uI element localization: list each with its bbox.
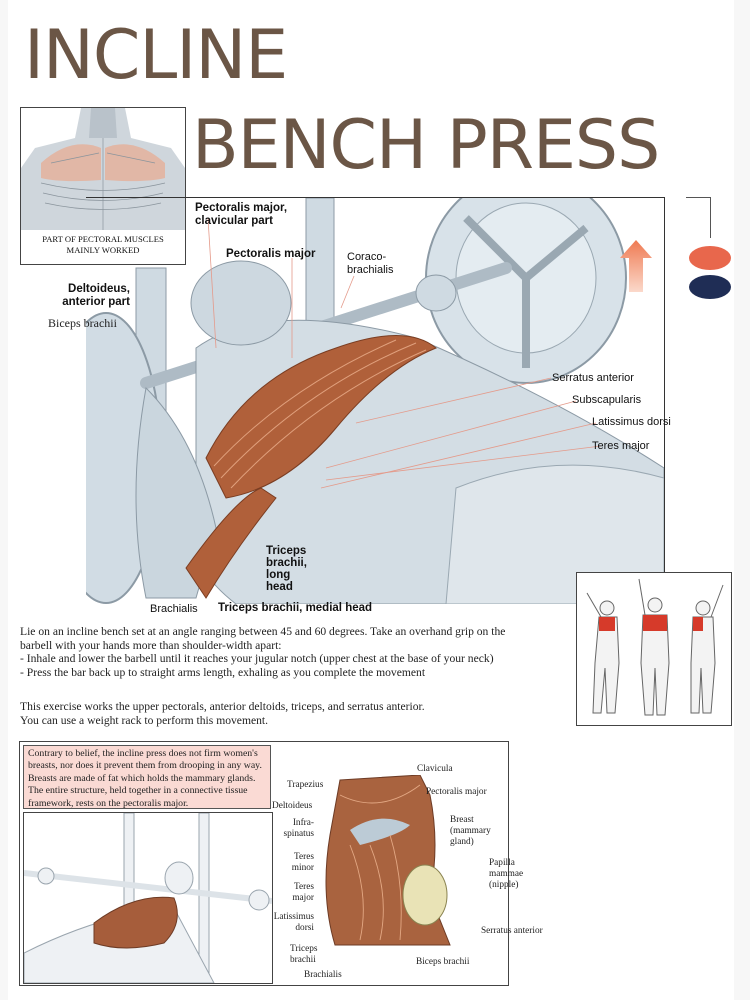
woman-bench-illustration [23,812,273,984]
label-papilla: Papilla mammae (nipple) [489,858,524,890]
label-pec-clavicular: Pectoralis major, clavicular part [195,202,288,228]
label-breast: Breast (mammary gland) [450,815,491,847]
label-trapezius: Trapezius [287,780,324,790]
stretch-figures-inset [576,572,732,726]
label-teres-minor: Teres minor [291,852,314,873]
label-deltoid: Deltoideus, anterior part [62,283,130,309]
label-serratus: Serratus anterior [552,372,634,384]
legend-bracket [686,197,711,238]
myth-note: Contrary to belief, the incline press do… [23,745,271,809]
label-triceps-long: Triceps brachii, long head [266,545,307,593]
shoulder-anatomy-illustration [325,775,451,946]
bench-press-illustration [50,172,665,605]
label-teres-major: Teres major [592,440,650,452]
label-clavicula: Clavicula [417,764,453,774]
secondary-muscle-oval-icon [689,275,731,299]
label-latissimus: Latissimus dorsi [592,416,671,428]
primary-muscle-oval-icon [689,246,731,270]
instructions: Lie on an incline bench set at an angle … [20,625,506,679]
up-arrow-icon [620,240,652,292]
label-brachialis: Brachialis [150,603,198,615]
label-coracobrachialis: Coraco- brachialis [347,251,394,276]
label-triceps-bottom: Triceps brachii [290,944,318,965]
label-serratus-bottom: Serratus anterior [481,926,543,936]
label-subscapularis: Subscapularis [572,394,642,406]
label-deltoideus: Deltoideus [272,801,313,811]
stretch-figures-illustration [586,578,724,716]
summary: This exercise works the upper pectorals,… [20,700,425,727]
title-line-2: BENCH PRESS [192,106,660,185]
inset-caption-2: MAINLY WORKED [66,245,140,255]
inset-caption-1: PART OF PECTORAL MUSCLES [42,234,164,244]
torso-illustration [21,108,185,230]
title-line-1: INCLINE [24,16,288,95]
label-biceps-bottom: Biceps brachii [416,957,470,967]
label-pec-major: Pectoralis major [226,248,316,260]
label-infraspinatus: Infra- spinatus [283,818,314,839]
label-pec-major-bottom: Pectoralis major [426,787,487,797]
label-teres-major-bottom: Teres major [292,882,314,903]
label-triceps-medial: Triceps brachii, medial head [218,602,373,614]
main-illustration [50,172,665,605]
pectoral-inset: PART OF PECTORAL MUSCLES MAINLY WORKED [20,107,186,265]
label-biceps: Biceps brachii [48,316,117,330]
label-latissimus-bottom: Latissimus dorsi [273,912,314,933]
label-brachialis-bottom: Brachialis [304,970,342,980]
